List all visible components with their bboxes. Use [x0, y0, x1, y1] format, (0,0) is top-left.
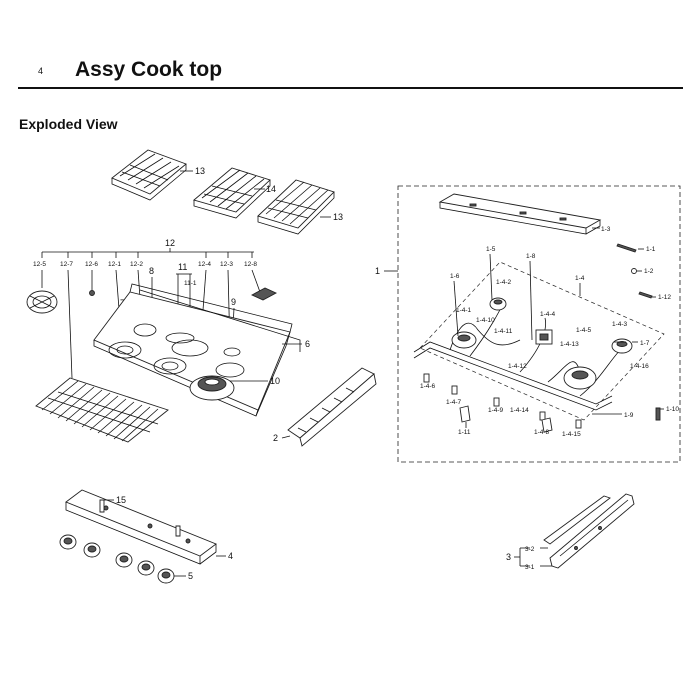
burner-1-4-2	[489, 297, 507, 311]
label-1-4-11: 1-4-11	[494, 328, 513, 335]
label-12-3: 12-3	[220, 261, 233, 268]
label-1-4-15: 1-4-15	[562, 431, 581, 438]
label-12-6: 12-6	[85, 261, 98, 268]
label-1-1: 1-1	[646, 246, 656, 253]
label-1-4-7: 1-4-7	[446, 399, 462, 406]
label-1-4-4: 1-4-4	[540, 311, 556, 318]
part-1-2	[631, 268, 637, 274]
label-1-12: 1-12	[658, 294, 671, 301]
burner-1-4-1	[451, 331, 477, 349]
assy-1-dashed-box	[397, 185, 681, 463]
label-1-4: 1-4	[575, 275, 585, 282]
label-3-1: 3-1	[525, 564, 535, 571]
page-title: Assy Cook top	[75, 58, 223, 81]
label-1-4-6: 1-4-6	[420, 383, 436, 390]
burner-1-4-3	[611, 338, 633, 354]
knobs-5	[59, 534, 175, 584]
label-2: 2	[273, 433, 278, 443]
label-1-4-9: 1-4-9	[488, 407, 504, 414]
page-number: 4	[38, 66, 44, 76]
label-1-7: 1-7	[640, 340, 650, 347]
title-rule	[18, 87, 683, 89]
label-1-4-5: 1-4-5	[576, 327, 592, 334]
label-9: 9	[231, 297, 236, 307]
label-1-4-8: 1-4-8	[534, 429, 550, 436]
label-1-11: 1-11	[458, 429, 471, 436]
grate-center	[193, 167, 271, 219]
label-1-8: 1-8	[526, 253, 536, 260]
label-4: 4	[228, 551, 233, 561]
label-1-10: 1-10	[666, 406, 679, 413]
label-1-5: 1-5	[486, 246, 496, 253]
side-rail-2	[287, 367, 377, 447]
label-plate	[250, 287, 278, 301]
label-1: 1	[375, 266, 380, 276]
screw-12-6	[89, 290, 95, 296]
label-1-2: 1-2	[644, 268, 654, 275]
label-12-5: 12-5	[33, 261, 46, 268]
bracket-1-3	[438, 193, 602, 235]
valves	[423, 373, 582, 429]
label-11: 11	[178, 262, 187, 272]
label-13-right: 13	[333, 212, 343, 222]
part-1-11	[459, 405, 471, 423]
label-12-8: 12-8	[244, 261, 257, 268]
label-12-4: 12-4	[198, 261, 211, 268]
grate-right	[257, 179, 335, 235]
label-1-6: 1-6	[450, 273, 460, 280]
label-1-4-14: 1-4-14	[510, 407, 529, 414]
label-1-4-2: 1-4-2	[496, 279, 512, 286]
part-1-12	[638, 291, 653, 299]
label-1-3: 1-3	[601, 226, 611, 233]
label-1-9: 1-9	[624, 412, 634, 419]
trim-3	[543, 493, 635, 569]
label-1-4-1: 1-4-1	[456, 307, 472, 314]
page-header: 4 Assy Cook top	[0, 56, 700, 90]
label-13-left: 13	[195, 166, 205, 176]
label-1-4-3: 1-4-3	[612, 321, 628, 328]
section-title: Exploded View	[19, 116, 118, 132]
wire-rack	[35, 377, 169, 443]
label-1-4-13: 1-4-13	[560, 341, 579, 348]
label-14: 14	[266, 184, 276, 194]
burner-10	[189, 375, 235, 401]
label-12-7: 12-7	[60, 261, 73, 268]
label-1-4-16: 1-4-16	[630, 363, 649, 370]
label-12-2: 12-2	[130, 261, 143, 268]
label-1-4-12: 1-4-12	[508, 363, 527, 370]
label-1-4-10: 1-4-10	[476, 317, 495, 324]
label-12: 12	[165, 238, 175, 248]
burner-ring-part	[26, 290, 58, 314]
label-8: 8	[149, 266, 154, 276]
part-1-4-8	[541, 417, 553, 433]
label-12-1: 12-1	[108, 261, 121, 268]
label-5: 5	[188, 571, 193, 581]
burner-1-4-5	[563, 366, 597, 390]
label-3: 3	[506, 552, 511, 562]
label-6: 6	[305, 339, 310, 349]
grate-left	[111, 149, 187, 201]
label-11-1: 11-1	[184, 280, 197, 287]
assy-1-4-dashed-box	[419, 261, 665, 421]
label-15: 15	[116, 495, 126, 505]
label-10: 10	[270, 376, 280, 386]
part-1-1	[616, 243, 637, 253]
burner-1-4-4	[535, 329, 553, 345]
label-3-2: 3-2	[525, 546, 535, 553]
control-panel-4	[65, 489, 217, 565]
part-1-10	[655, 407, 661, 421]
